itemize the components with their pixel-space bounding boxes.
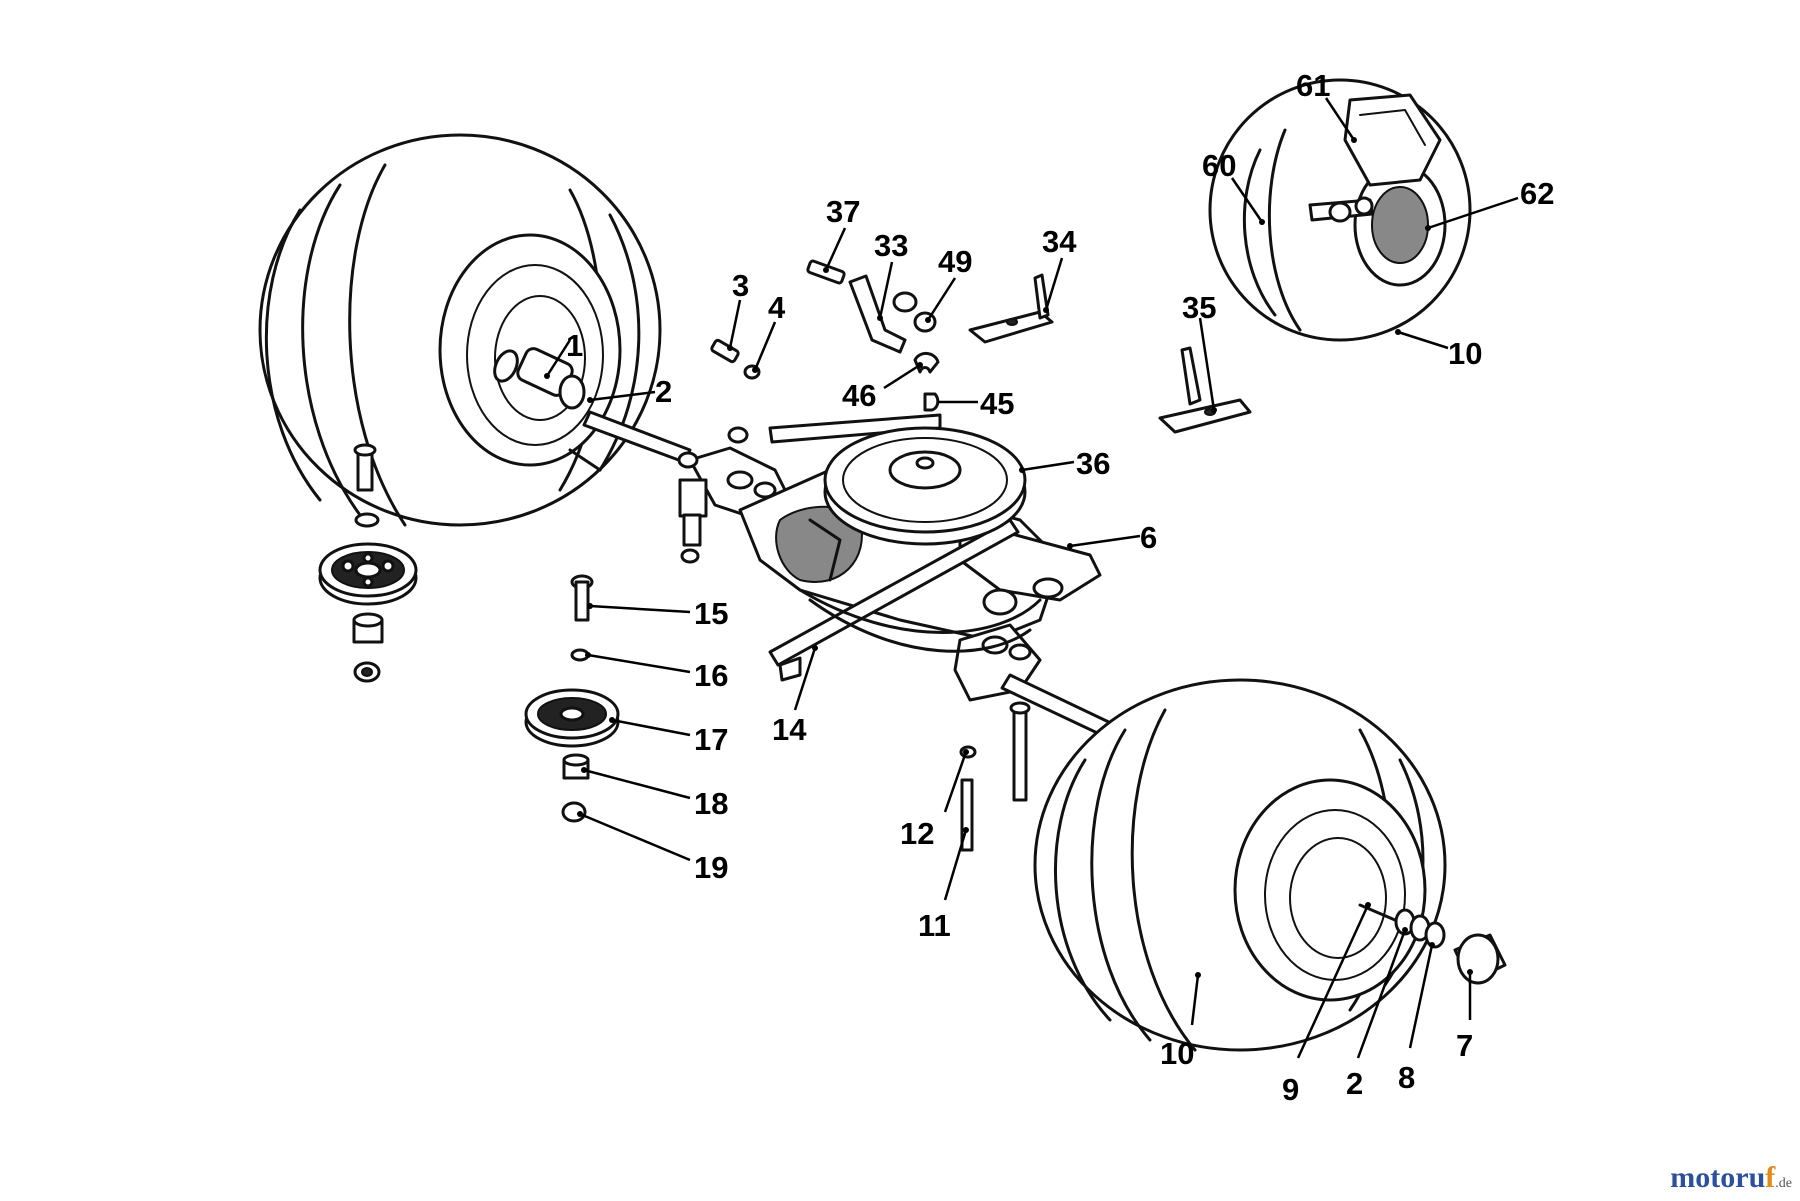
leader-lines [544,97,1519,1059]
callout-9: 9 [1282,1072,1299,1107]
callout-labels: 1 2 3 4 37 33 49 46 45 34 35 36 6 15 16 … [566,68,1554,1107]
callout-34: 34 [1042,224,1077,259]
watermark-suffix: .de [1775,1176,1792,1191]
callout-18: 18 [694,786,728,821]
callout-45: 45 [980,386,1014,421]
transaxle-housing [678,413,1102,702]
callout-33: 33 [874,228,908,263]
drive-pulley-36 [823,426,1027,546]
callout-4: 4 [768,290,786,325]
callout-3: 3 [732,268,749,303]
callout-2-right: 2 [1346,1066,1363,1101]
callout-2: 2 [655,374,672,409]
watermark-accent: f [1765,1161,1776,1194]
callout-19: 19 [694,850,728,885]
callout-16: 16 [694,658,728,693]
watermark-logo: motoruf.de [1670,1161,1792,1195]
right-hub-parts [1358,903,1507,985]
hub-spacer-1 [493,347,586,410]
callout-12: 12 [900,816,934,851]
valve-pin [353,443,377,492]
callout-1: 1 [566,328,583,363]
callout-10-top: 10 [1448,336,1482,371]
left-column-parts [524,574,620,823]
callout-14: 14 [772,712,807,747]
upper-small-parts [677,259,1252,469]
callout-17: 17 [694,722,728,757]
left-rear-wheel [258,133,662,527]
callout-10-bottom: 10 [1160,1036,1194,1071]
callout-49: 49 [938,244,972,279]
callout-61: 61 [1296,68,1330,103]
right-rear-wheel [1033,678,1447,1052]
callout-36: 36 [1076,446,1110,481]
bolt-and-pin-parts [959,701,1031,852]
callout-37: 37 [826,194,860,229]
callout-6: 6 [1140,520,1157,555]
washer-stack-left [318,512,418,683]
callout-46: 46 [842,378,876,413]
callout-7: 7 [1456,1028,1473,1063]
front-wheel-assembly [1208,78,1472,342]
callout-15: 15 [694,596,728,631]
watermark-main: motoru [1670,1161,1766,1194]
callout-11: 11 [918,908,951,943]
callout-8: 8 [1398,1060,1415,1095]
callout-35: 35 [1182,290,1216,325]
callout-60: 60 [1202,148,1236,183]
callout-62: 62 [1520,176,1554,211]
